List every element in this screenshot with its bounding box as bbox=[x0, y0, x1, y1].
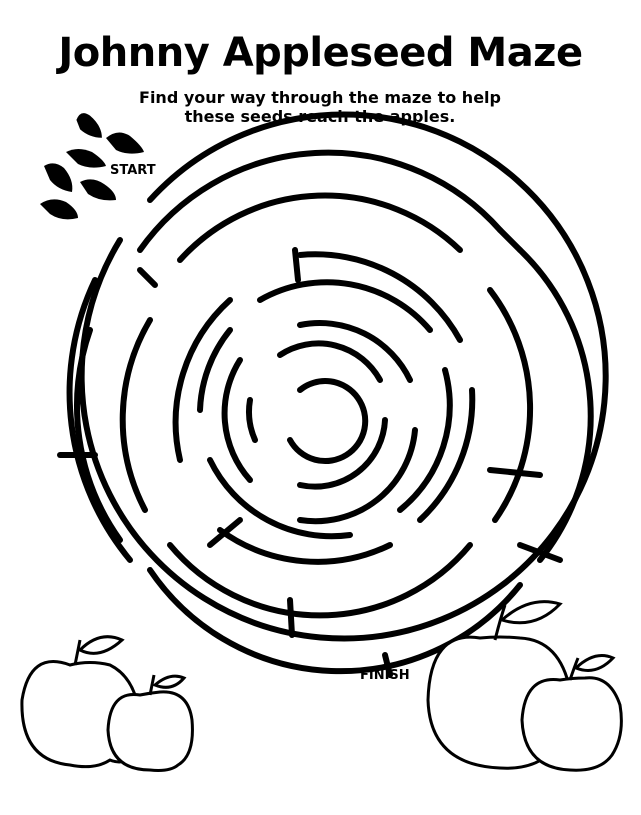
seed-icon bbox=[80, 179, 116, 201]
page-title: Johnny Appleseed Maze bbox=[58, 30, 583, 76]
seed-group bbox=[40, 113, 144, 220]
seed-icon bbox=[76, 113, 102, 138]
apple-icon bbox=[106, 674, 194, 772]
seed-icon bbox=[106, 132, 144, 154]
start-label: START bbox=[110, 163, 156, 178]
maze bbox=[57, 111, 609, 678]
finish-label: FINISH bbox=[360, 668, 410, 683]
apple-group bbox=[20, 600, 623, 772]
instructions-line-1: Find your way through the maze to help bbox=[139, 88, 501, 107]
apple-icon bbox=[520, 654, 623, 772]
seed-icon bbox=[44, 163, 73, 192]
seed-icon bbox=[40, 199, 78, 220]
seed-icon bbox=[66, 149, 106, 168]
